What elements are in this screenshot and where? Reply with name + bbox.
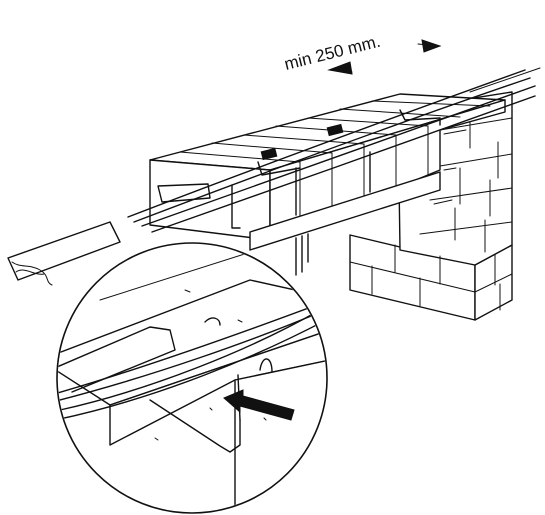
block-course: [149, 93, 506, 241]
arrow-icon: [327, 61, 353, 75]
dimension-annotation: [327, 39, 442, 75]
arrow-icon: [421, 39, 442, 53]
dimension-label: min 250 mm.: [282, 32, 382, 74]
wall-ties: [157, 109, 441, 229]
reinforcement-bars: [127, 67, 541, 233]
detail-magnifier: [56, 242, 328, 514]
timber-plank: [7, 221, 121, 286]
lintel-beam: [249, 171, 441, 276]
arrow-icon: [223, 389, 295, 421]
